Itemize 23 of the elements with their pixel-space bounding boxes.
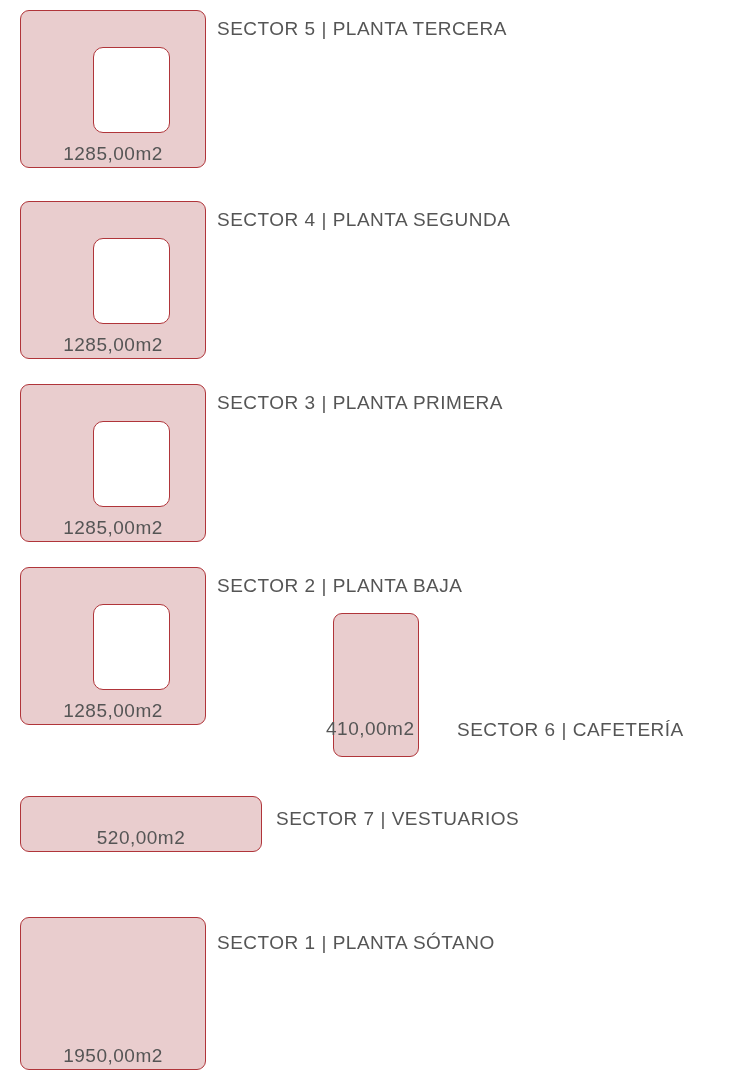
floor-area-block: [20, 567, 206, 725]
area-value: 520,00m2: [96, 827, 186, 849]
area-value: 1285,00m2: [63, 334, 163, 356]
floor-area-block: [20, 201, 206, 359]
sector-label: SECTOR 6 | CAFETERÍA: [457, 719, 684, 741]
sector-label: SECTOR 3 | PLANTA PRIMERA: [217, 392, 503, 414]
sector-label: SECTOR 5 | PLANTA TERCERA: [217, 18, 507, 40]
floor-area-block: [20, 10, 206, 168]
courtyard-void: [93, 238, 170, 324]
floor-area-block: [20, 796, 262, 852]
area-value: 1285,00m2: [63, 143, 163, 165]
sector-label: SECTOR 7 | VESTUARIOS: [276, 808, 520, 830]
courtyard-void: [93, 421, 170, 507]
area-value: 1950,00m2: [63, 1045, 163, 1067]
courtyard-void: [93, 47, 170, 133]
sector-label: SECTOR 4 | PLANTA SEGUNDA: [217, 209, 511, 231]
floor-area-block: [20, 384, 206, 542]
area-value: 1285,00m2: [63, 700, 163, 722]
sector-label: SECTOR 1 | PLANTA SÓTANO: [217, 932, 495, 954]
sector-label: SECTOR 2 | PLANTA BAJA: [217, 575, 463, 597]
area-value: 1285,00m2: [63, 517, 163, 539]
floor-area-block: [20, 917, 206, 1070]
courtyard-void: [93, 604, 170, 690]
